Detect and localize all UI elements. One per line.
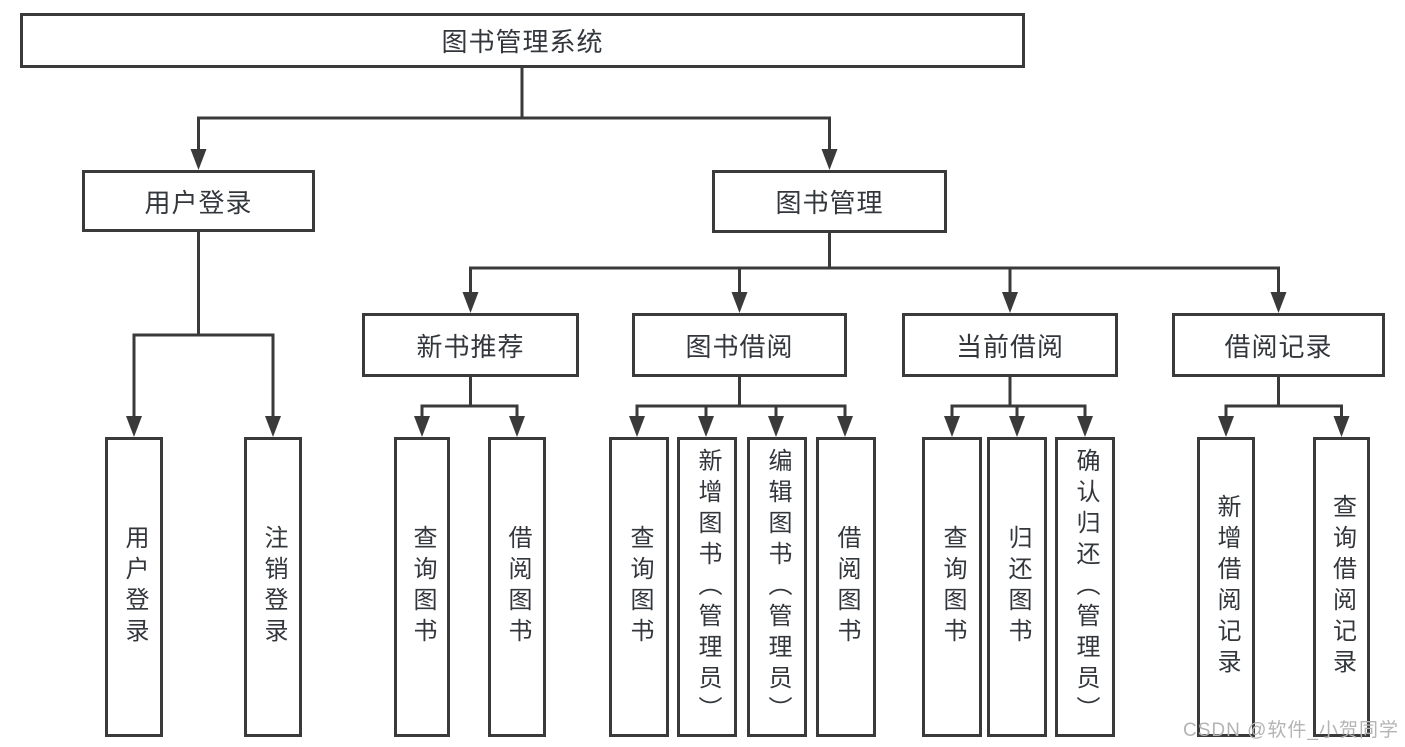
leaf-query-books-recommend: 查询图书: [394, 437, 450, 737]
leaf-add-borrow-record: 新增借阅记录: [1197, 437, 1255, 737]
node-library-system: 图书管理系统: [20, 13, 1025, 68]
leaf-add-book-admin-label: 新增图书（管理员）: [694, 447, 721, 727]
leaf-edit-book-admin-label: 编辑图书（管理员）: [764, 447, 791, 727]
leaf-query-books-current-label: 查询图书: [939, 525, 966, 649]
leaf-borrow-books-label: 借阅图书: [833, 525, 860, 649]
node-book-borrow: 图书借阅: [632, 313, 847, 377]
leaf-return-books: 归还图书: [987, 437, 1047, 737]
node-current-borrow-label: 当前借阅: [955, 331, 1064, 362]
node-user-login: 用户登录: [82, 170, 315, 232]
leaf-logout: 注销登录: [244, 437, 302, 737]
node-book-management-label: 图书管理: [775, 188, 884, 218]
leaf-confirm-return-admin: 确认归还（管理员）: [1055, 437, 1115, 737]
leaf-edit-book-admin: 编辑图书（管理员）: [747, 437, 807, 737]
node-new-book-recommend: 新书推荐: [362, 313, 579, 377]
leaf-confirm-return-admin-label: 确认归还（管理员）: [1072, 447, 1099, 727]
leaf-user-login: 用户登录: [105, 437, 163, 737]
leaf-add-book-admin: 新增图书（管理员）: [677, 437, 737, 737]
leaf-borrow-books-recommend: 借阅图书: [488, 437, 546, 737]
leaf-query-books-recommend-label: 查询图书: [409, 525, 436, 649]
leaf-add-borrow-record-label: 新增借阅记录: [1213, 494, 1240, 680]
node-new-book-recommend-label: 新书推荐: [416, 331, 525, 362]
node-book-management: 图书管理: [712, 170, 947, 233]
leaf-borrow-books-recommend-label: 借阅图书: [504, 525, 531, 649]
node-library-system-label: 图书管理系统: [441, 27, 604, 57]
node-user-login-label: 用户登录: [144, 187, 253, 218]
node-book-borrow-label: 图书借阅: [685, 331, 794, 362]
watermark: CSDN @软件_小贺同学: [1183, 720, 1399, 741]
leaf-borrow-books: 借阅图书: [816, 437, 876, 737]
node-borrow-records: 借阅记录: [1172, 313, 1385, 377]
leaf-query-books-borrow-label: 查询图书: [626, 525, 653, 649]
leaf-user-login-label: 用户登录: [121, 525, 148, 649]
leaf-query-books-current: 查询图书: [922, 437, 982, 737]
leaf-return-books-label: 归还图书: [1004, 525, 1031, 649]
leaf-query-books-borrow: 查询图书: [609, 437, 669, 737]
node-current-borrow: 当前借阅: [902, 313, 1118, 377]
leaf-query-borrow-record-label: 查询借阅记录: [1328, 494, 1356, 680]
leaf-query-borrow-record: 查询借阅记录: [1313, 437, 1370, 737]
leaf-logout-label: 注销登录: [260, 525, 287, 649]
node-borrow-records-label: 借阅记录: [1224, 331, 1333, 362]
